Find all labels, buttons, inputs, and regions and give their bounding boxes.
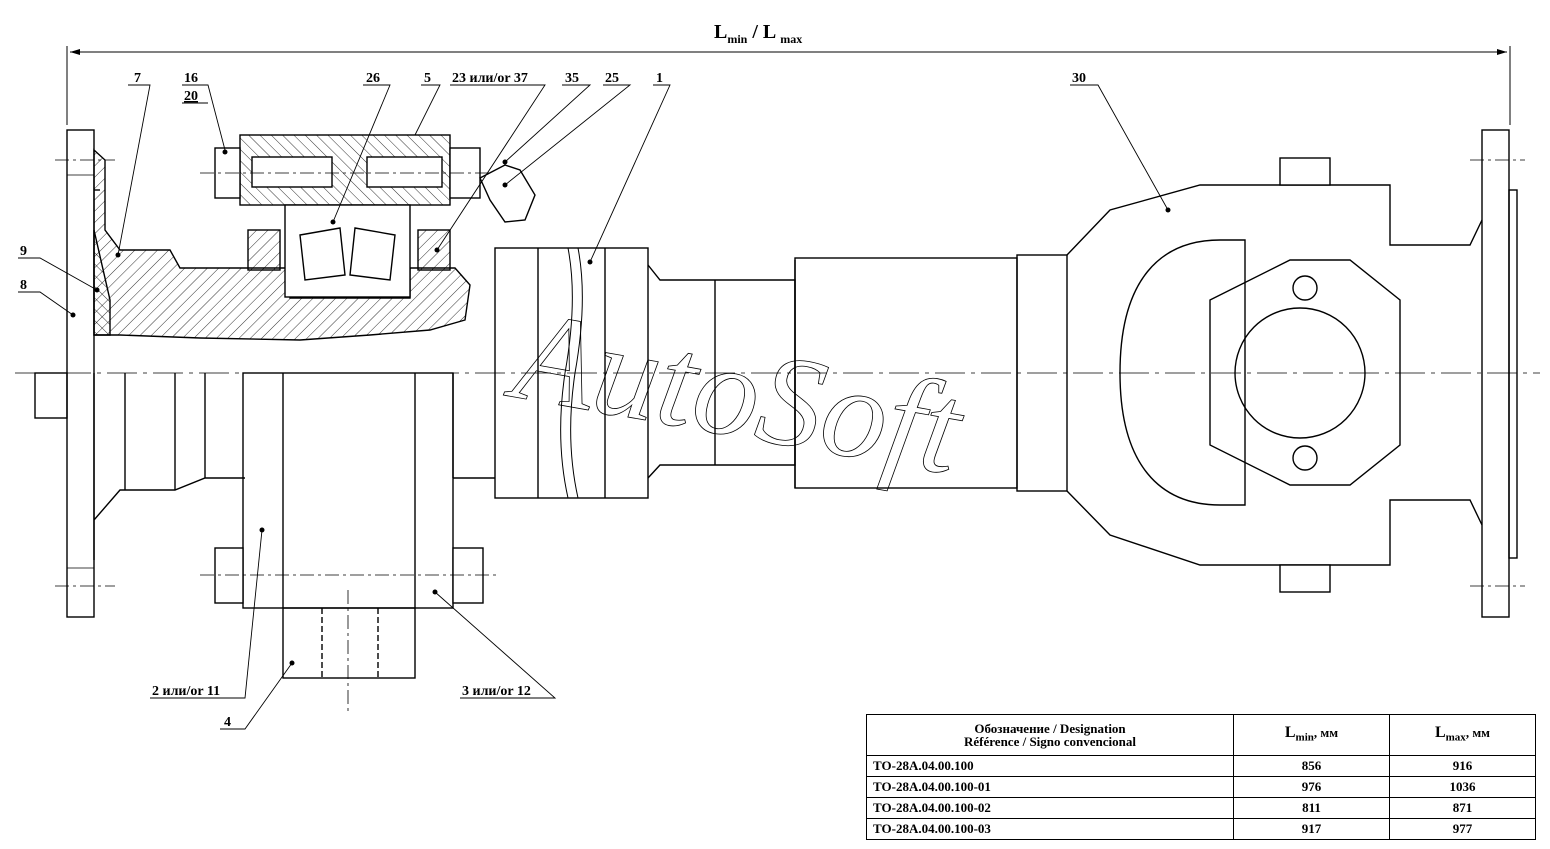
header-designation-line-2: Référence / Signo convencional — [964, 734, 1136, 749]
designation-cell: ТО-28А.04.00.100 — [866, 755, 1234, 777]
callout-3: 3 или/or 12 — [462, 684, 531, 699]
header-designation: Обозначение / Designation Référence / Si… — [866, 714, 1234, 756]
support-bracket — [200, 372, 500, 712]
lmax-cell: 977 — [1389, 818, 1536, 840]
header-lmin: Lmin, мм — [1233, 714, 1390, 756]
table-row: ТО-28А.04.00.100-02 811 871 — [866, 797, 1536, 819]
header-designation-line-1: Обозначение / Designation — [974, 721, 1126, 736]
lmax-cell: 916 — [1389, 755, 1536, 777]
callout-26: 26 — [366, 71, 380, 86]
hub-lower — [93, 373, 495, 560]
designation-cell: ТО-28А.04.00.100-02 — [866, 797, 1234, 819]
callout-5: 5 — [424, 71, 431, 86]
designation-cell: ТО-28А.04.00.100-01 — [866, 776, 1234, 798]
shaft-body — [494, 247, 1068, 499]
lmax-cell: 1036 — [1389, 776, 1536, 798]
callout-4: 4 — [224, 715, 231, 730]
universal-joint — [1066, 129, 1525, 618]
callout-labels: 7 16 20 26 5 23 или/or 37 35 25 1 30 9 8… — [20, 71, 1086, 730]
callout-30: 30 — [1072, 71, 1086, 86]
callout-35: 35 — [565, 71, 579, 86]
callout-9: 9 — [20, 244, 27, 259]
callout-1: 1 — [656, 71, 663, 86]
table-row: ТО-28А.04.00.100-01 976 1036 — [866, 776, 1536, 798]
specification-table: Обозначение / Designation Référence / Si… — [866, 714, 1536, 840]
callout-16: 16 — [184, 71, 198, 86]
table-row: ТО-28А.04.00.100-03 917 977 — [866, 818, 1536, 840]
table-row: ТО-28А.04.00.100 856 916 — [866, 755, 1536, 777]
callout-dots — [70, 149, 1171, 666]
lmin-cell: 976 — [1233, 776, 1390, 798]
header-lmax: Lmax, мм — [1389, 714, 1536, 756]
lmin-cell: 917 — [1233, 818, 1390, 840]
callout-2: 2 или/or 11 — [152, 684, 220, 699]
lmin-cell: 811 — [1233, 797, 1390, 819]
callout-8: 8 — [20, 278, 27, 293]
lmin-cell: 856 — [1233, 755, 1390, 777]
overall-length-dimension — [66, 46, 1511, 125]
designation-cell: ТО-28А.04.00.100-03 — [866, 818, 1234, 840]
lmax-cell: 871 — [1389, 797, 1536, 819]
callout-23: 23 или/or 37 — [452, 71, 528, 86]
callout-20: 20 — [184, 89, 198, 104]
callout-leaders — [18, 84, 1169, 730]
callout-25: 25 — [605, 71, 619, 86]
watermark-text: AutoSoft — [497, 282, 974, 503]
table-header-row: Обозначение / Designation Référence / Si… — [866, 714, 1536, 756]
callout-7: 7 — [134, 71, 141, 86]
